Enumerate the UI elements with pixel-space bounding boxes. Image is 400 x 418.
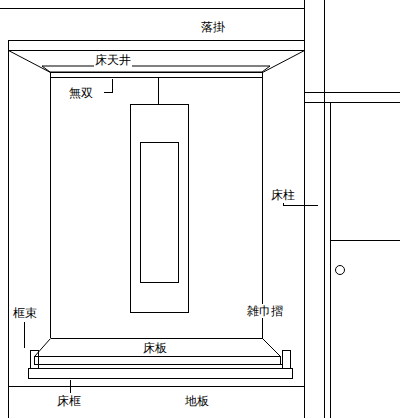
part-label: 床框	[56, 394, 82, 408]
part-label: 無双	[68, 86, 94, 100]
part-label: 床天井	[94, 53, 132, 67]
part-label: 雑巾摺	[246, 304, 284, 318]
part-label: 落掛	[200, 20, 226, 34]
part-label: 框束	[12, 306, 38, 320]
part-label: 地板	[184, 394, 210, 408]
part-label: 床柱	[270, 188, 296, 202]
part-label: 床板	[142, 341, 168, 355]
